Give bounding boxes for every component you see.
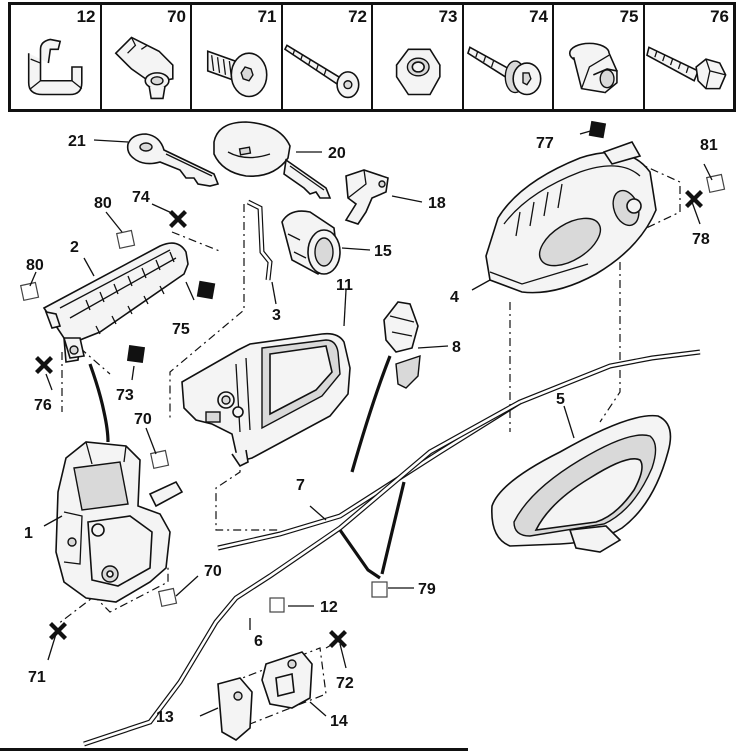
part-number: 73 (438, 7, 458, 26)
callout-11: 11 (336, 277, 353, 294)
part-13-striker-plate (217, 677, 253, 741)
callout-18: 18 (428, 195, 446, 212)
retainer-clip-icon (114, 36, 174, 100)
part-number: 74 (529, 7, 548, 26)
clip-icon (27, 38, 83, 96)
part-21-key (126, 133, 220, 187)
leader-lines (29, 129, 713, 717)
part-number: 72 (348, 7, 367, 26)
callout-81: 81 (700, 137, 718, 154)
callout-80a: 80 (26, 257, 44, 274)
callout-15: 15 (374, 243, 392, 260)
strip-cell-12: 12 (11, 5, 100, 109)
callout-74: 74 (132, 189, 150, 206)
part-5-handle-bezel (491, 414, 672, 553)
strip-cell-74: 74 (461, 5, 553, 109)
torx-screw-icon (206, 50, 268, 98)
callout-70a: 70 (134, 411, 152, 428)
callout-79: 79 (418, 581, 436, 598)
callout-14: 14 (330, 713, 348, 730)
part-14-striker-plate (261, 651, 313, 709)
hex-bolt-icon (645, 46, 727, 90)
door-lock-exploded-diagram: 21 20 18 15 3 11 8 4 77 81 78 5 7 1 2 80… (19, 120, 726, 747)
strip-cell-72: 72 (280, 5, 372, 109)
callout-6: 6 (254, 633, 263, 650)
marker-75 (196, 280, 216, 300)
marker-80b (115, 229, 136, 249)
part-11-interior-bracket (181, 332, 351, 468)
part-6-rod (83, 399, 522, 747)
part-20-remote-key (213, 121, 332, 199)
marker-79 (371, 581, 388, 598)
part-number: 75 (619, 7, 639, 26)
connector-cable (350, 355, 392, 473)
callout-20: 20 (328, 145, 346, 162)
part-1-lock-mechanism (55, 441, 184, 603)
callout-7: 7 (296, 477, 305, 494)
callout-1: 1 (24, 525, 33, 542)
callout-73: 73 (116, 387, 134, 404)
callout-76: 76 (34, 397, 52, 414)
marker-81 (705, 173, 726, 193)
part-number: 71 (257, 7, 277, 26)
callout-8: 8 (452, 339, 461, 356)
handle-cable (88, 363, 110, 443)
part-15-lock-cylinder (281, 210, 341, 275)
part-number: 76 (710, 7, 729, 26)
strip-cell-76: 76 (642, 5, 734, 109)
part-number: 12 (76, 7, 96, 26)
strip-cell-70: 70 (99, 5, 191, 109)
callout-70b: 70 (204, 563, 222, 580)
callout-4: 4 (450, 289, 459, 306)
callout-78: 78 (692, 231, 710, 248)
callout-3: 3 (272, 307, 281, 324)
rivet-nut-icon (568, 42, 618, 94)
strip-cell-75: 75 (552, 5, 643, 109)
cross-74 (169, 210, 187, 228)
hex-nut-icon (395, 48, 441, 96)
washer-screw-icon (466, 46, 541, 96)
strip-cell-73: 73 (371, 5, 462, 109)
rod-clip-cable (338, 529, 381, 580)
cross-78 (685, 190, 703, 208)
callout-labels: 21 20 18 15 3 11 8 4 77 81 78 5 7 1 2 80… (24, 133, 718, 730)
bottom-rule (0, 748, 468, 751)
cross-markers (35, 190, 703, 648)
callout-72: 72 (336, 675, 354, 692)
callout-77: 77 (536, 135, 554, 152)
long-screw-icon (283, 44, 360, 99)
part-8-connector (383, 301, 421, 389)
callout-12: 12 (320, 599, 338, 616)
callout-5: 5 (556, 391, 565, 408)
callout-75: 75 (172, 321, 190, 338)
marker-70b (157, 587, 178, 607)
callout-2: 2 (70, 239, 79, 256)
strip-cell-71: 71 (190, 5, 281, 109)
marker-77 (588, 120, 607, 139)
fastener-parts-strip: 12 70 71 72 73 (8, 2, 736, 112)
marker-73 (126, 344, 146, 364)
callout-21: 21 (68, 133, 86, 150)
callout-71: 71 (28, 669, 46, 686)
marker-80a (19, 281, 40, 301)
part-4-interior-handle-housing (485, 141, 657, 294)
rod-clip-cable-2 (380, 481, 406, 575)
part-number: 70 (167, 7, 186, 26)
cross-71 (49, 622, 67, 640)
callout-13: 13 (156, 709, 174, 726)
part-3-rod (246, 199, 273, 281)
part-18-bracket (344, 169, 389, 225)
cross-72 (329, 630, 347, 648)
part-2-exterior-handle (42, 242, 189, 363)
cross-76 (35, 356, 53, 374)
marker-12 (269, 597, 285, 613)
callout-80b: 80 (94, 195, 112, 212)
marker-70a (149, 449, 170, 469)
